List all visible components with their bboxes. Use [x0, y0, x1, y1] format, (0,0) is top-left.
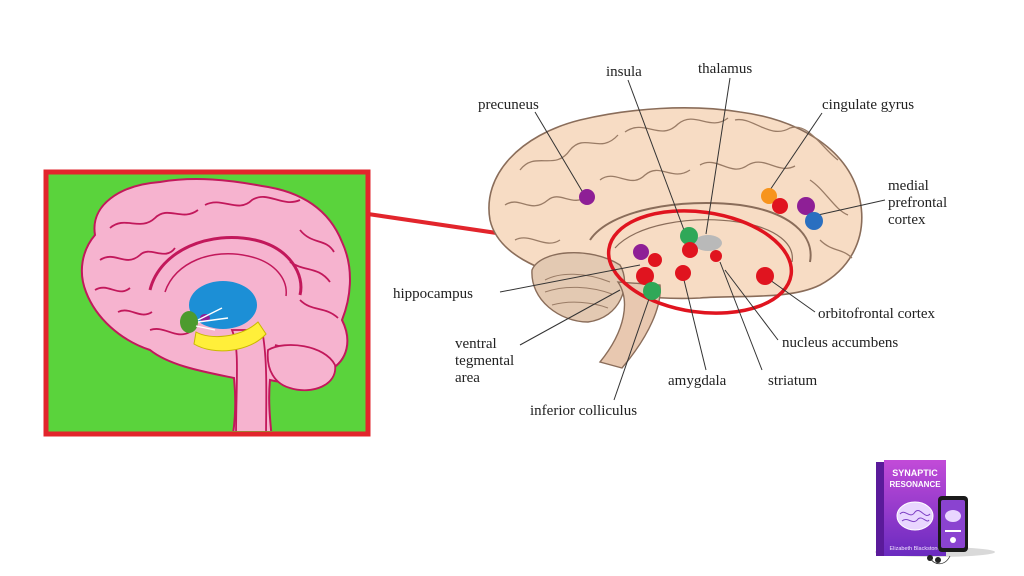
striatum-red-marker: [710, 250, 722, 262]
label-vta-line1: ventral: [455, 336, 497, 352]
cerebellum-folia-icon: [544, 273, 613, 309]
label-mpfc-line1: medial: [888, 178, 929, 194]
inset-yellow-region-icon: [193, 321, 267, 352]
label-precuneus: precuneus: [478, 97, 539, 113]
book-promo: SYNAPTIC RESONANCE Elizabeth Blackstone: [875, 460, 995, 565]
cingulate-red-marker: [772, 198, 788, 214]
callosum-icon: [589, 202, 812, 263]
label-mpfc-line3: cortex: [888, 212, 926, 228]
mpfc-purple-marker: [797, 197, 815, 215]
amygdala-red-marker: [675, 265, 691, 281]
inset-green-region-icon: [180, 311, 198, 333]
hippocampus-red-marker: [648, 253, 662, 267]
label-nucleus-accumbens: nucleus accumbens: [782, 335, 898, 351]
cingulate-orange-marker: [761, 188, 777, 204]
main-brain: [488, 107, 863, 369]
book-author: Elizabeth Blackstone: [889, 546, 940, 552]
vta-red-marker: [636, 267, 654, 285]
inset-pathway-arrows-icon: [195, 307, 229, 331]
label-striatum: striatum: [768, 373, 817, 389]
earbuds-icon: [927, 555, 951, 565]
mpfc-blue-marker: [805, 212, 823, 230]
colliculus-green-marker: [643, 282, 661, 300]
book-spine: [876, 462, 884, 556]
inset-cerebellum-icon: [266, 344, 336, 392]
label-inferior-colliculus: inferior colliculus: [530, 403, 637, 419]
label-vta-line2: tegmental: [455, 353, 514, 369]
phone-play-icon: [950, 537, 956, 543]
label-vta-line3: area: [455, 370, 480, 386]
callosum-inner-icon: [614, 219, 793, 263]
inset-gyri-icon: [94, 196, 339, 357]
inset-callosum-icon: [148, 235, 303, 296]
inset-panel: [43, 169, 371, 437]
label-thalamus: thalamus: [698, 61, 752, 77]
inset-brainstem-icon: [230, 329, 268, 431]
brainstem-icon: [598, 281, 661, 369]
orbitofrontal-red-marker: [756, 267, 774, 285]
cerebrum-gyri-icon: [504, 117, 853, 259]
label-mpfc-line2: prefrontal: [888, 195, 947, 211]
label-cingulate-gyrus: cingulate gyrus: [822, 97, 914, 113]
label-orbitofrontal-cortex: orbitofrontal cortex: [818, 306, 936, 322]
book-title-line1: SYNAPTIC: [892, 468, 938, 478]
diagram-labels: insula thalamus precuneus cingulate gyru…: [393, 61, 947, 419]
label-hippocampus: hippocampus: [393, 286, 473, 302]
thalamus-green-marker: [680, 227, 698, 245]
precuneus-marker: [579, 189, 595, 205]
phone-progress-bar: [945, 530, 961, 532]
book-cover-brain-icon: [896, 501, 934, 531]
inset-callosum-inner-icon: [164, 253, 287, 297]
thalamus-region-icon: [694, 235, 722, 251]
insula-red-marker: [682, 242, 698, 258]
book-title-line2: RESONANCE: [889, 480, 941, 489]
hippocampus-purple-marker: [633, 244, 649, 260]
phone-screen: [941, 500, 965, 548]
region-markers: [579, 188, 823, 300]
phone-brain-icon: [945, 510, 961, 522]
leader-lines: [499, 77, 886, 401]
highlight-ellipse: [606, 209, 794, 315]
label-insula: insula: [606, 64, 642, 80]
label-amygdala: amygdala: [668, 373, 727, 389]
